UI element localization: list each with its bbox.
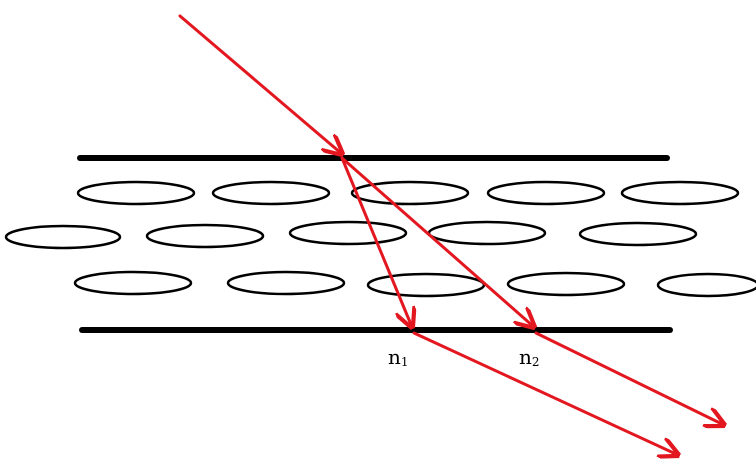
ellipse bbox=[578, 221, 698, 247]
ellipse-row-1 bbox=[76, 180, 740, 206]
label-n2-sub: 2 bbox=[532, 355, 540, 369]
label-n1-sub: 1 bbox=[401, 355, 409, 369]
ellipse bbox=[76, 180, 196, 206]
incident-ray bbox=[178, 14, 342, 154]
label-n1: n1 bbox=[388, 345, 409, 369]
label-n2-main: n bbox=[519, 345, 532, 369]
ellipse bbox=[506, 271, 626, 297]
ellipse bbox=[226, 270, 346, 296]
label-n1-main: n bbox=[388, 345, 401, 369]
refracted-ray-2 bbox=[340, 156, 534, 327]
ellipse bbox=[73, 270, 193, 296]
exit-ray-2 bbox=[534, 331, 724, 425]
label-n2: n2 bbox=[519, 345, 540, 369]
refracted-ray-1 bbox=[340, 156, 412, 327]
ellipse bbox=[656, 272, 756, 298]
ellipse-row-3 bbox=[73, 270, 756, 298]
ellipse bbox=[288, 220, 408, 246]
ellipse bbox=[4, 224, 122, 250]
ellipse bbox=[620, 180, 740, 206]
ellipse bbox=[211, 180, 331, 206]
ellipse-row-2 bbox=[4, 220, 698, 250]
ellipse bbox=[350, 180, 470, 206]
ellipse bbox=[145, 223, 265, 249]
ellipse bbox=[427, 220, 547, 246]
ellipse bbox=[486, 180, 606, 206]
ellipse bbox=[366, 272, 486, 298]
exit-ray-1 bbox=[412, 331, 678, 455]
